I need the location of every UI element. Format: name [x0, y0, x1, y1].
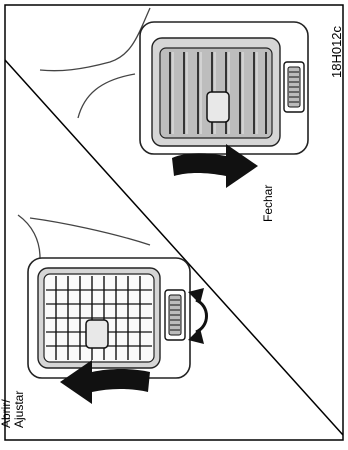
close-label: Fechar [261, 184, 275, 222]
open-vent-knob [85, 319, 109, 349]
figure-code-label: 18H012c [329, 25, 344, 78]
open-vent-thumbwheel-ribs [170, 299, 180, 331]
open-label-line2: Ajustar [12, 390, 26, 428]
open-vent-panel [17, 214, 208, 404]
divider-line [4, 59, 344, 436]
dash-curve-lower [77, 73, 136, 119]
close-arrow [172, 144, 258, 188]
closed-vent-thumbwheel-ribs [289, 71, 299, 103]
closed-vent-panel [39, 7, 309, 188]
dash-curve-top [39, 7, 151, 72]
closed-vent-knob [206, 91, 230, 123]
dash-curve-side [17, 214, 41, 259]
open-arrow [60, 360, 150, 404]
